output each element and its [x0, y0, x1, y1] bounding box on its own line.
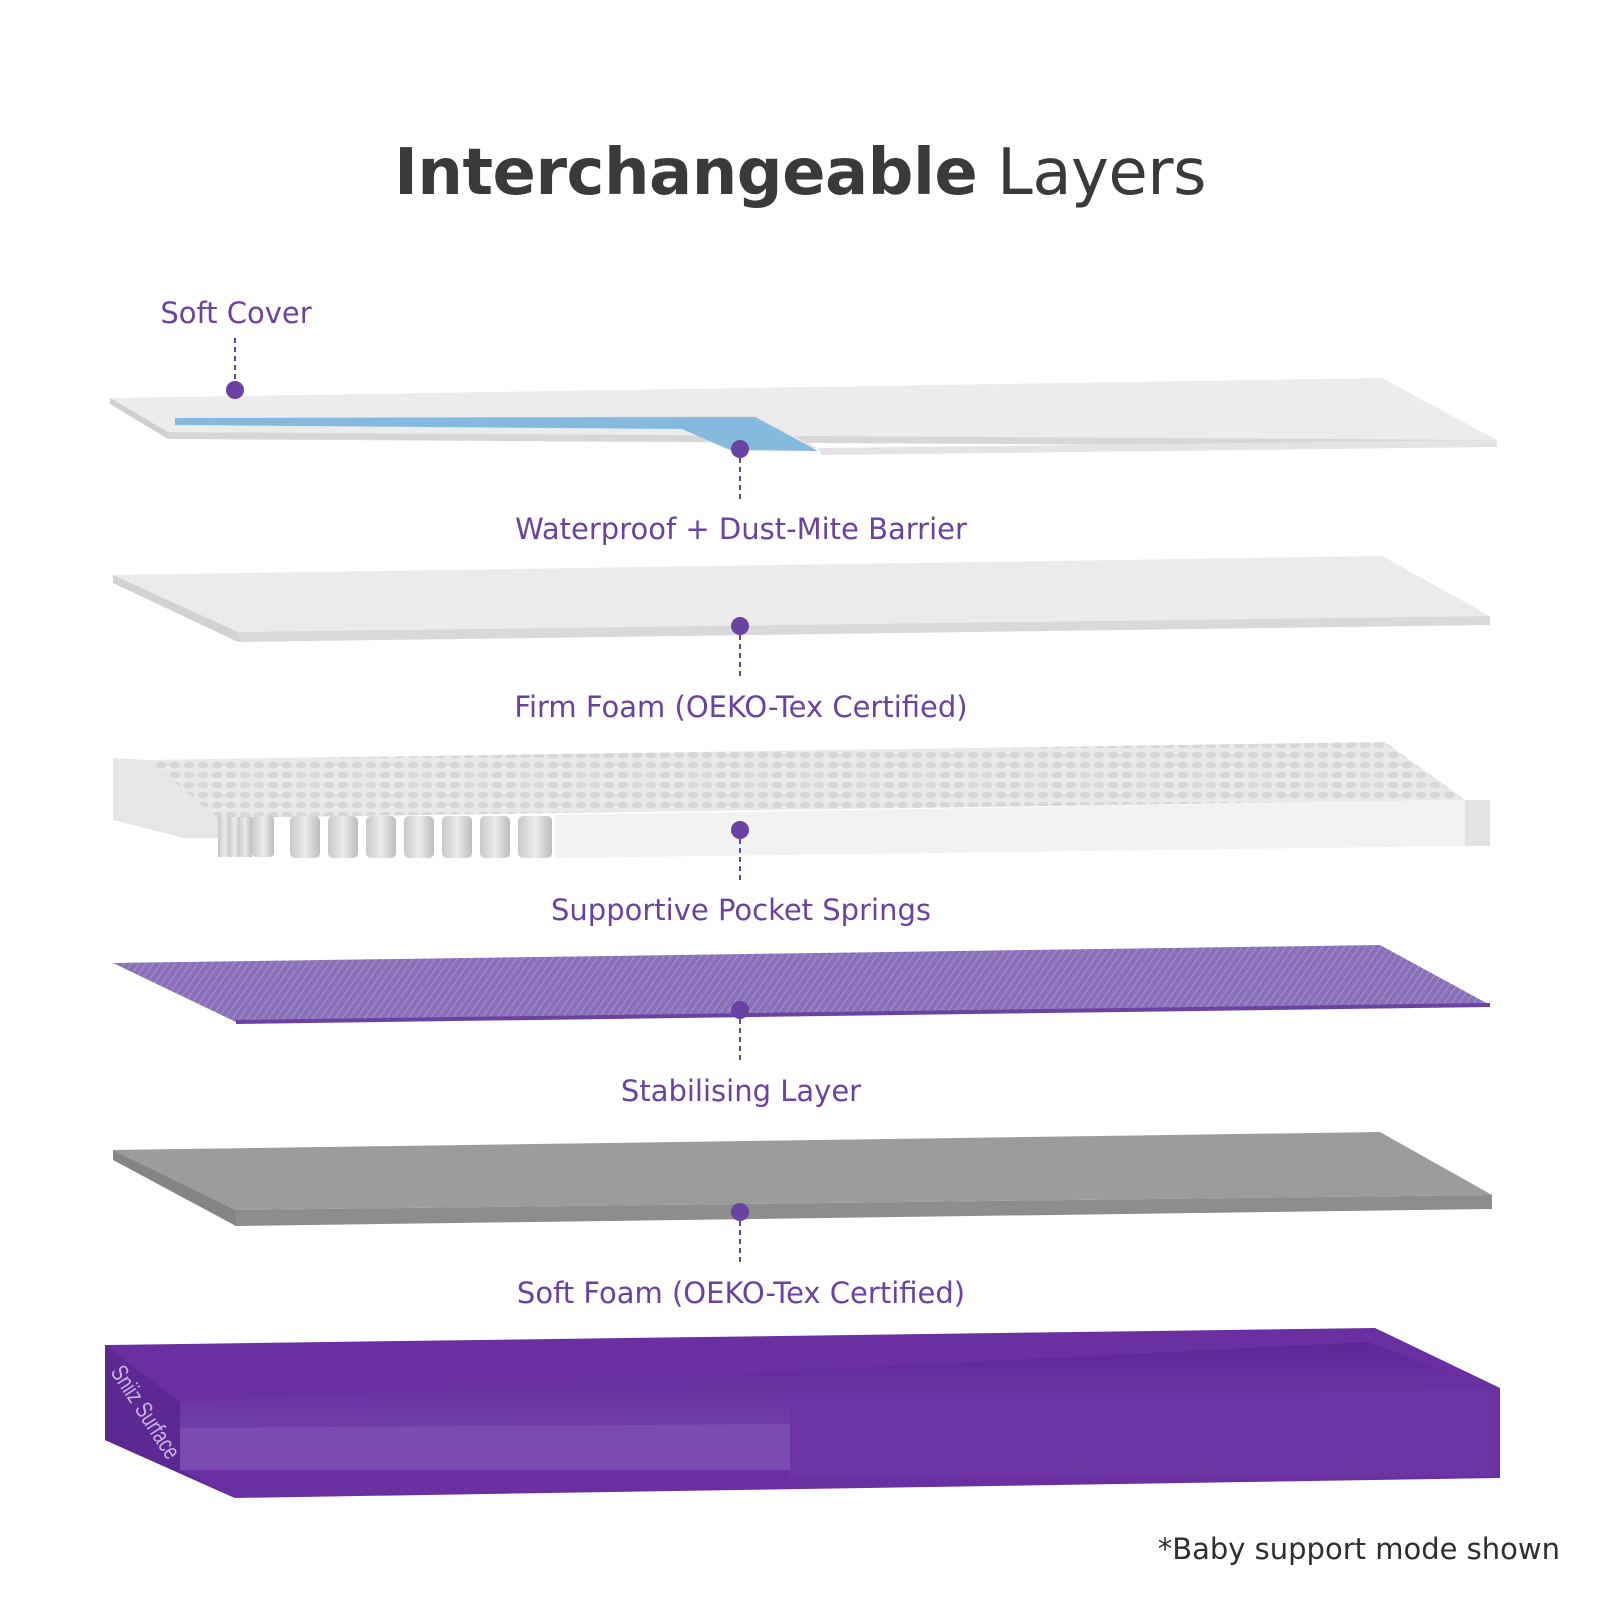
dot-springs — [731, 821, 749, 839]
footnote: *Baby support mode shown — [1157, 1532, 1560, 1566]
firm-foam-layer — [113, 556, 1490, 642]
soft-cover-layer — [110, 378, 1497, 455]
label-soft-foam: Soft Foam (OEKO-Tex Certified) — [516, 1276, 966, 1310]
label-soft-cover: Soft Cover — [160, 296, 312, 330]
page-title: Interchangeable Layers — [0, 136, 1600, 210]
label-connectors — [226, 338, 749, 1266]
dot-soft-foam — [731, 1203, 749, 1221]
title-regular: Layers — [997, 136, 1206, 210]
label-firm-foam: Firm Foam (OEKO-Tex Certified) — [514, 690, 968, 724]
label-barrier: Waterproof + Dust-Mite Barrier — [515, 512, 967, 546]
dot-soft-cover — [226, 381, 244, 399]
dot-barrier — [731, 440, 749, 458]
stabilising-layer — [113, 945, 1490, 1024]
base-tray: Sniiz Surface — [105, 1328, 1500, 1498]
dot-stabilising — [731, 1001, 749, 1019]
title-bold: Interchangeable — [394, 136, 978, 210]
waterproof-barrier-strip — [175, 417, 818, 451]
label-pocket-springs: Supportive Pocket Springs — [551, 893, 931, 927]
label-stabilising: Stabilising Layer — [620, 1074, 862, 1108]
pocket-springs-layer — [113, 742, 1490, 858]
soft-foam-layer — [113, 1132, 1492, 1226]
dot-firm-foam — [731, 617, 749, 635]
exposed-springs — [218, 816, 552, 858]
